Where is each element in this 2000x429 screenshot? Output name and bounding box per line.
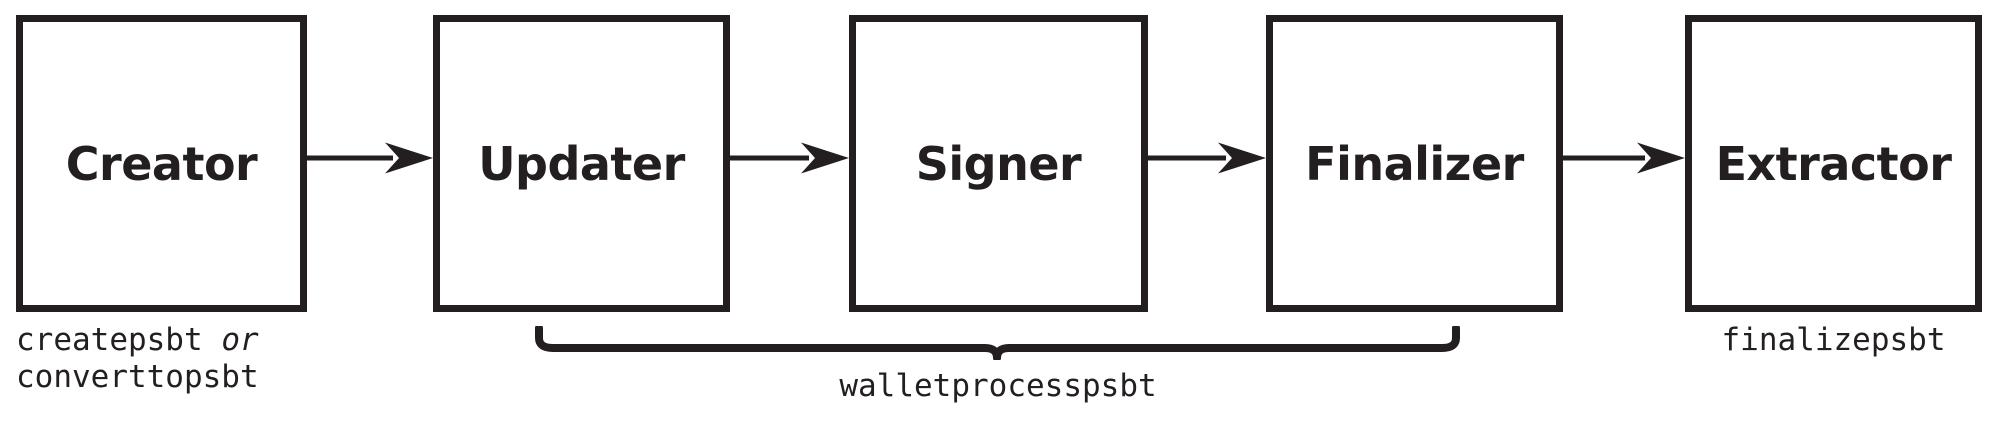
command-text-walletprocesspsbt: walletprocesspsbt (839, 368, 1157, 404)
stage-box-updater: Updater (433, 15, 730, 312)
arrow-creator-to-updater (307, 142, 433, 174)
arrow-updater-to-signer (730, 142, 849, 174)
command-line-converttopsbt: converttopsbt (16, 359, 259, 396)
command-text-createpsbt: createpsbt (16, 322, 203, 358)
arrow-signer-to-finalizer (1148, 142, 1266, 174)
stage-label-updater: Updater (478, 136, 685, 191)
command-text-converttopsbt: converttopsbt (16, 358, 259, 395)
brace-walletprocesspsbt (535, 326, 1460, 360)
command-line-createpsbt: createpsbt or (16, 322, 259, 359)
stage-box-creator: Creator (16, 15, 307, 312)
stage-label-extractor: Extractor (1715, 136, 1952, 191)
command-label-finalizepsbt: finalizepsbt (1685, 322, 1982, 359)
arrow-finalizer-to-extractor (1563, 142, 1685, 174)
stage-label-finalizer: Finalizer (1305, 136, 1524, 191)
command-label-walletprocesspsbt: walletprocesspsbt (0, 368, 1996, 405)
command-text-finalizepsbt: finalizepsbt (1721, 322, 1946, 358)
stage-box-signer: Signer (849, 15, 1148, 312)
stage-box-extractor: Extractor (1685, 15, 1982, 312)
command-label-creator: createpsbt or converttopsbt (16, 322, 259, 395)
stage-label-creator: Creator (65, 136, 258, 191)
stage-box-finalizer: Finalizer (1266, 15, 1563, 312)
stage-label-signer: Signer (915, 136, 1082, 191)
command-conjunction-or: or (221, 322, 259, 358)
